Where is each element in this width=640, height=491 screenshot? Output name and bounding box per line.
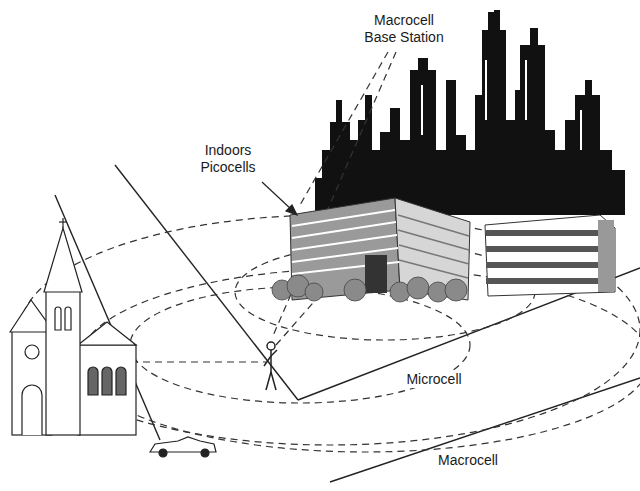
- stripe: [292, 235, 397, 250]
- stripe: [399, 245, 469, 264]
- cell-label: Indoors Picocells: [193, 142, 263, 176]
- stripe: [292, 222, 396, 238]
- stripe: [399, 260, 468, 278]
- church-cross: [59, 221, 67, 222]
- cell-label: Macrocell Base Station: [358, 12, 450, 46]
- garage-body: [485, 215, 615, 296]
- window-line: [580, 110, 582, 150]
- building-entrance: [365, 255, 387, 293]
- tree: [390, 282, 410, 302]
- person-head: [267, 342, 275, 350]
- car-wheel: [201, 449, 209, 457]
- building-side-stripes: [398, 215, 469, 278]
- person-leg: [271, 372, 276, 390]
- church-door: [22, 385, 42, 435]
- radio-link: [300, 52, 388, 205]
- person-arm: [271, 350, 277, 356]
- road-line: [115, 165, 298, 400]
- person-body: [270, 350, 272, 372]
- microcell-boundary: [130, 287, 470, 403]
- city-skyline: [315, 10, 625, 215]
- skyline-windows: [421, 60, 582, 150]
- garage-floor: [486, 230, 614, 236]
- macrocell-boundary: [80, 268, 640, 452]
- tree: [407, 277, 429, 299]
- parking-garage: [485, 215, 615, 296]
- nave-windows: [88, 367, 126, 395]
- leader-line: [262, 182, 292, 210]
- tower-windows: [55, 307, 71, 330]
- church-tower: [46, 290, 80, 435]
- person-arm: [264, 356, 271, 366]
- arrowhead: [286, 205, 297, 215]
- car-wheel: [159, 449, 167, 457]
- person: [264, 342, 277, 390]
- church-nave: [78, 345, 136, 435]
- garage-floor: [486, 246, 614, 252]
- rose-window: [25, 345, 39, 359]
- garage-floor: [486, 262, 614, 268]
- person-leg: [266, 372, 271, 390]
- church-nave-roof: [78, 322, 136, 345]
- church-cross: [62, 218, 63, 228]
- tree: [445, 279, 467, 301]
- window-line: [421, 85, 423, 135]
- tree: [305, 283, 323, 301]
- garage-side: [598, 220, 614, 292]
- tree: [344, 279, 366, 301]
- garage-floors: [486, 230, 614, 284]
- window-line: [485, 60, 487, 120]
- church: [10, 218, 136, 435]
- trees: [272, 275, 467, 302]
- cell-label: Microcell: [404, 371, 463, 388]
- garage-floor: [486, 278, 614, 284]
- church-steeple: [44, 228, 82, 292]
- picocell-pointer: [262, 182, 297, 215]
- radio-link: [276, 295, 320, 345]
- cell-label: Macrocell: [436, 452, 500, 469]
- window-line: [525, 60, 527, 120]
- cell-boundaries: [20, 52, 640, 452]
- car: [150, 437, 216, 457]
